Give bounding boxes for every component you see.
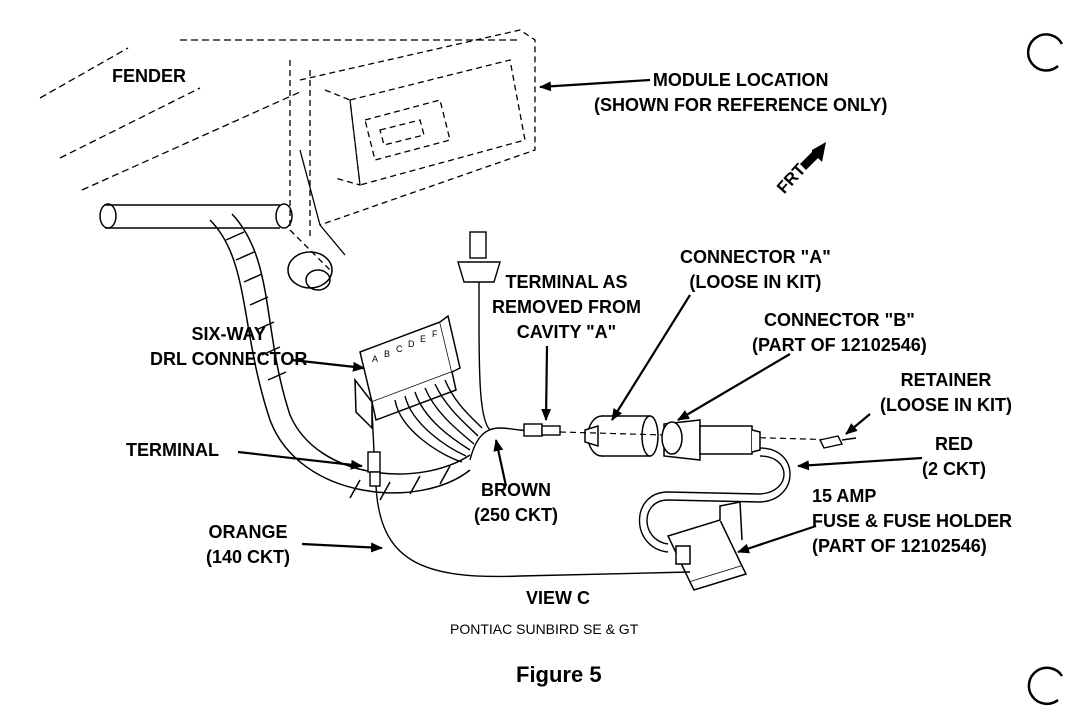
connector-b-line-1: CONNECTOR "B" xyxy=(764,310,915,330)
module-location-line-2: (SHOWN FOR REFERENCE ONLY) xyxy=(594,95,888,115)
view-label: VIEW C xyxy=(526,588,591,608)
terminal-label: TERMINAL xyxy=(126,440,219,460)
fender-rail xyxy=(99,203,293,229)
wiring-harness xyxy=(209,213,471,501)
fender-label: FENDER xyxy=(112,66,187,86)
six-way-line-2: DRL CONNECTOR xyxy=(150,349,308,369)
connector-a-line-1: CONNECTOR "A" xyxy=(680,247,831,267)
module-location-line-1: MODULE LOCATION xyxy=(652,70,829,90)
retainer-label: RETAINER (LOOSE IN KIT) xyxy=(880,368,1012,418)
orange-wire-line-1: ORANGE xyxy=(208,522,288,542)
orange-terminal xyxy=(367,451,381,487)
brown-wire-line-2: (250 CKT) xyxy=(474,505,559,525)
module-outline xyxy=(324,59,526,186)
connector-a-part xyxy=(584,415,659,457)
retainer-part xyxy=(818,435,857,449)
connector-b-line-2: (PART OF 12102546) xyxy=(752,335,927,355)
vehicle-label: PONTIAC SUNBIRD SE & GT xyxy=(450,621,639,637)
cavity-letters: A B C D E F xyxy=(372,329,438,364)
module-location-label: MODULE LOCATION (SHOWN FOR REFERENCE ONL… xyxy=(594,68,887,118)
red-wire-label: RED (2 CKT) xyxy=(922,432,986,482)
cavity-letter: F xyxy=(432,329,438,339)
fuse-line-2: FUSE & FUSE HOLDER xyxy=(812,511,1013,531)
figure-caption: Figure 5 xyxy=(516,662,602,687)
orange-wire-line-2: (140 CKT) xyxy=(206,547,291,567)
fuse-holder-part xyxy=(666,501,748,591)
leader-arrows xyxy=(237,78,923,554)
cavity-letter: D xyxy=(408,339,415,349)
fender-bracket xyxy=(289,29,536,271)
fuse-line-1: 15 AMP xyxy=(812,486,877,506)
removed-terminal xyxy=(523,423,561,437)
fuse-line-3: (PART OF 12102546) xyxy=(812,536,987,556)
terminal-removed-label: TERMINAL AS REMOVED FROM CAVITY "A" xyxy=(492,270,641,345)
six-way-label: SIX-WAY DRL CONNECTOR xyxy=(150,322,307,372)
cavity-letter: A xyxy=(372,354,378,364)
orange-wire-label: ORANGE (140 CKT) xyxy=(206,520,290,570)
connector-b-label: CONNECTOR "B" (PART OF 12102546) xyxy=(752,308,927,358)
connector-wires xyxy=(394,379,483,463)
grommet xyxy=(287,251,333,291)
binder-marks xyxy=(1026,33,1064,705)
brown-wire-label: BROWN (250 CKT) xyxy=(474,478,558,528)
connector-a-label: CONNECTOR "A" (LOOSE IN KIT) xyxy=(680,245,831,295)
red-wire xyxy=(638,447,791,553)
red-wire-line-1: RED xyxy=(934,434,973,454)
fuse-label: 15 AMP FUSE & FUSE HOLDER (PART OF 12102… xyxy=(812,484,1012,559)
terminal-plug-top xyxy=(457,231,501,431)
red-wire-line-2: (2 CKT) xyxy=(922,459,986,479)
brown-wire-line-1: BROWN xyxy=(481,480,551,500)
orange-wire xyxy=(371,409,691,578)
retainer-line-2: (LOOSE IN KIT) xyxy=(880,395,1012,415)
frt-arrow xyxy=(800,142,826,170)
connector-a-line-2: (LOOSE IN KIT) xyxy=(689,272,822,292)
six-way-line-1: SIX-WAY xyxy=(191,324,266,344)
connector-b-part xyxy=(661,419,761,461)
terminal-removed-line-3: CAVITY "A" xyxy=(516,322,617,342)
cavity-letter: C xyxy=(396,344,403,354)
terminal-removed-line-1: TERMINAL AS xyxy=(505,272,628,292)
cavity-letter: B xyxy=(384,349,390,359)
retainer-line-1: RETAINER xyxy=(900,370,992,390)
terminal-removed-line-2: REMOVED FROM xyxy=(492,297,642,317)
fender-outline xyxy=(39,39,520,191)
cavity-letter: E xyxy=(420,334,426,344)
six-way-connector xyxy=(354,314,461,430)
